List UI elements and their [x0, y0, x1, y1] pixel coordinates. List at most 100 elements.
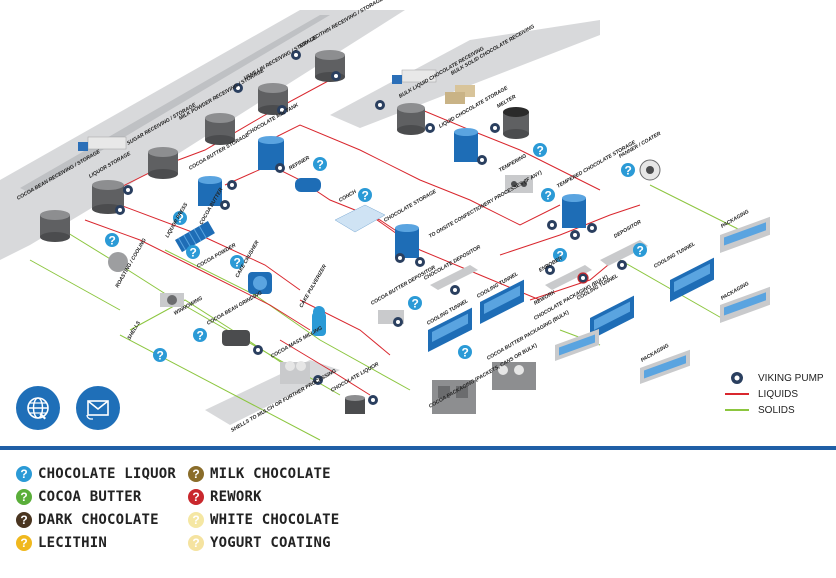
legend-label: CHOCOLATE LIQUOR [38, 465, 177, 482]
pump [123, 185, 133, 195]
bubble-liquor: ? [358, 188, 372, 203]
cocoa-bean-tank [40, 210, 70, 242]
butter-packaging-machine [492, 362, 536, 390]
refiner [295, 178, 321, 192]
pump [547, 220, 557, 230]
pump [291, 50, 301, 60]
conveyors [428, 216, 770, 384]
pump-icon [731, 372, 743, 384]
question-icon: ? [16, 534, 32, 551]
pumps [115, 50, 627, 405]
bubble-liquor: ? [105, 233, 119, 248]
legend-column-right: ? MILK CHOCOLATE ? REWORK ? WHITE CHOCOL… [188, 462, 339, 554]
legend-item-dark-chocolate[interactable]: ? DARK CHOCOLATE [16, 508, 176, 531]
milk-powder-tank [205, 113, 235, 145]
svg-text:?: ? [190, 246, 197, 260]
liquid-line-swatch [725, 393, 749, 395]
road-right [330, 20, 600, 128]
globe-icon [27, 397, 49, 420]
panner [639, 159, 661, 181]
svg-text:?: ? [197, 329, 204, 343]
pump [490, 123, 500, 133]
pump [450, 285, 460, 295]
machinery [108, 85, 661, 414]
web-link-button[interactable] [16, 386, 60, 430]
bubble-liquor: ? [533, 143, 547, 158]
cooling-tunnel-4 [670, 257, 714, 302]
chocolate-process-flow: ? ? ? ? ? ? ? ? ? ? ? ? ? ? ? COCOA BEAN… [0, 0, 770, 441]
winnower [160, 293, 184, 307]
legend-label: MILK CHOCOLATE [210, 465, 331, 482]
truck-right [392, 69, 437, 84]
svg-text:?: ? [177, 212, 184, 226]
legend-item-rework[interactable]: ? REWORK [188, 485, 339, 508]
liquid-choc-receiving-tank [397, 103, 425, 135]
svg-text:COCOA BUTTER DEPOSITOR: COCOA BUTTER DEPOSITOR [370, 265, 437, 307]
cooling-tunnel-3 [590, 295, 634, 340]
legend-label: DARK CHOCOLATE [38, 511, 159, 528]
svg-text:TEMPERING: TEMPERING [498, 153, 528, 174]
pump [275, 163, 285, 173]
packaging-line-4 [640, 349, 690, 384]
svg-text:?: ? [557, 249, 564, 263]
legend-label: COCOA BUTTER [38, 488, 142, 505]
cake-crusher [248, 272, 272, 294]
sugar-tank [148, 147, 178, 179]
question-icon: ? [16, 488, 32, 505]
mass-mill [280, 361, 310, 384]
svg-text:?: ? [637, 244, 644, 258]
svg-text:COCOA BEAN GRINDING: COCOA BEAN GRINDING [206, 290, 263, 327]
key-solids: SOLIDS [722, 402, 824, 418]
pump [425, 123, 435, 133]
bubble-liquor: ? [621, 163, 635, 178]
svg-text:COCOA MASS MILLING: COCOA MASS MILLING [270, 325, 324, 359]
svg-text:REFINER: REFINER [288, 155, 311, 172]
bubble-liquor: ? [153, 348, 167, 363]
pump [253, 345, 263, 355]
pump [233, 83, 243, 93]
enrober [545, 265, 592, 290]
cake-pulverizer [312, 306, 326, 336]
svg-text:?: ? [462, 346, 469, 360]
svg-text:SHELLS: SHELLS [127, 320, 143, 341]
mail-link-button[interactable] [76, 386, 120, 430]
legend-item-yogurt-coating[interactable]: ? YOGURT COATING [188, 531, 339, 554]
info-bubbles[interactable]: ? ? ? ? ? ? ? ? ? ? ? ? ? ? ? [105, 143, 647, 363]
legend-item-lecithin[interactable]: ? LECITHIN [16, 531, 176, 554]
svg-text:?: ? [157, 349, 164, 363]
key-liquids: LIQUIDS [722, 386, 824, 402]
roaster [108, 252, 128, 272]
chocolate-storage-tank [395, 224, 419, 258]
question-icon: ? [16, 511, 32, 528]
svg-text:COOLING TUNNEL: COOLING TUNNEL [653, 241, 696, 270]
liquor-cooker [345, 395, 365, 414]
pump [331, 71, 341, 81]
cooling-tunnel-1 [428, 307, 472, 352]
bubble-liquor: ? [408, 296, 422, 311]
packaging-line-2 [720, 286, 770, 323]
key-liquids-label: LIQUIDS [758, 388, 799, 400]
packaging-line-1 [720, 216, 770, 253]
pump [617, 260, 627, 270]
pump [545, 265, 555, 275]
pump [313, 375, 323, 385]
question-icon: ? [188, 465, 204, 482]
legend-item-white-chocolate[interactable]: ? WHITE CHOCOLATE [188, 508, 339, 531]
cocoa-packaging-machine [432, 380, 476, 414]
question-icon: ? [188, 488, 204, 505]
liquor-storage-tank [92, 180, 124, 214]
bubble-liquor: ? [230, 255, 244, 270]
legend-item-chocolate-liquor[interactable]: ? CHOCOLATE LIQUOR [16, 462, 176, 485]
pump [220, 200, 230, 210]
legend-item-milk-chocolate[interactable]: ? MILK CHOCOLATE [188, 462, 339, 485]
legend-item-cocoa-butter[interactable]: ? COCOA BUTTER [16, 485, 176, 508]
trucks [78, 69, 437, 151]
pump [227, 180, 237, 190]
tempering-unit [505, 175, 533, 193]
packaging-line-3 [555, 328, 599, 361]
truck-left [78, 136, 127, 151]
question-icon: ? [188, 511, 204, 528]
svg-text:?: ? [625, 164, 632, 178]
bubble-liquor: ? [633, 243, 647, 258]
svg-text:?: ? [537, 144, 544, 158]
